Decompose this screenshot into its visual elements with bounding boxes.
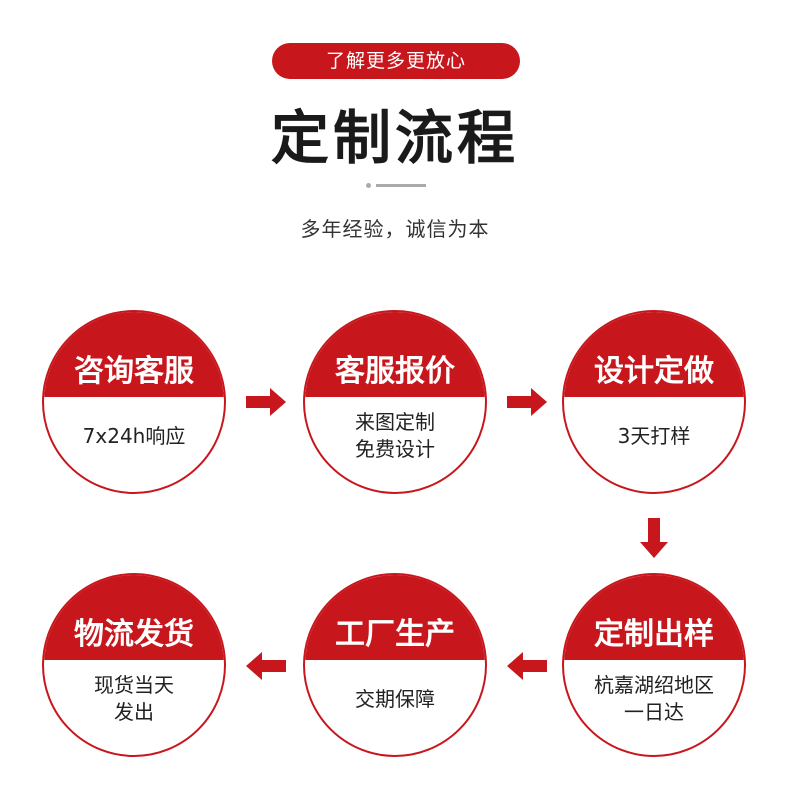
step-desc: 现货当天 发出 bbox=[44, 660, 224, 755]
step-quote: 客服报价 来图定制 免费设计 bbox=[303, 310, 487, 494]
header-badge: 了解更多更放心 bbox=[272, 43, 520, 79]
step-desc-line: 发出 bbox=[114, 699, 154, 724]
step-desc: 3天打样 bbox=[564, 397, 744, 492]
step-desc-line: 免费设计 bbox=[355, 436, 435, 461]
step-title: 设计定做 bbox=[564, 312, 744, 397]
step-desc: 7x24h响应 bbox=[44, 397, 224, 492]
step-desc-line: 7x24h响应 bbox=[82, 423, 186, 448]
step-desc-line: 现货当天 bbox=[94, 672, 174, 697]
arrow-right-icon bbox=[507, 388, 547, 416]
step-desc-line: 交期保障 bbox=[355, 686, 435, 711]
step-title: 客服报价 bbox=[305, 312, 485, 397]
step-production: 工厂生产 交期保障 bbox=[303, 573, 487, 757]
title-divider bbox=[376, 184, 426, 187]
step-sample: 定制出样 杭嘉湖绍地区 一日达 bbox=[562, 573, 746, 757]
step-desc: 交期保障 bbox=[305, 660, 485, 755]
step-shipping: 物流发货 现货当天 发出 bbox=[42, 573, 226, 757]
step-desc: 杭嘉湖绍地区 一日达 bbox=[564, 660, 744, 755]
page-subtitle: 多年经验，诚信为本 bbox=[300, 217, 490, 241]
step-desc-line: 来图定制 bbox=[355, 409, 435, 434]
page-title: 定制流程 bbox=[270, 104, 519, 172]
step-consult-service: 咨询客服 7x24h响应 bbox=[42, 310, 226, 494]
arrow-down-icon bbox=[640, 518, 668, 558]
arrow-left-icon bbox=[507, 652, 547, 680]
step-desc: 来图定制 免费设计 bbox=[305, 397, 485, 492]
arrow-left-icon bbox=[246, 652, 286, 680]
step-title: 工厂生产 bbox=[305, 575, 485, 660]
step-title: 物流发货 bbox=[44, 575, 224, 660]
step-design: 设计定做 3天打样 bbox=[562, 310, 746, 494]
step-title: 定制出样 bbox=[564, 575, 744, 660]
step-desc-line: 杭嘉湖绍地区 bbox=[594, 672, 714, 697]
step-title: 咨询客服 bbox=[44, 312, 224, 397]
step-desc-line: 一日达 bbox=[624, 699, 684, 724]
arrow-right-icon bbox=[246, 388, 286, 416]
divider-dot bbox=[366, 183, 371, 188]
step-desc-line: 3天打样 bbox=[617, 423, 691, 448]
